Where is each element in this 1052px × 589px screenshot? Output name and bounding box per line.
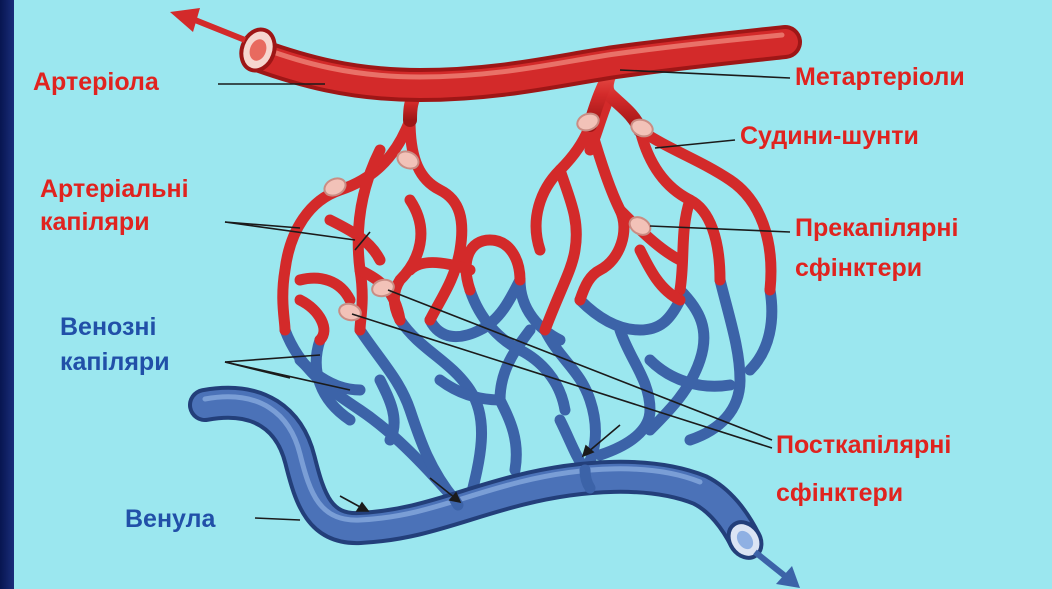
label-venule: Венула — [125, 504, 215, 534]
label-metarterioles: Метартеріоли — [795, 62, 965, 92]
label-arterial-capillaries-1: Артеріальні — [40, 174, 189, 204]
label-arteriole: Артеріола — [33, 67, 159, 97]
label-precapillary-2: сфінктери — [795, 253, 922, 283]
label-postcapillary-2: сфінктери — [776, 478, 903, 508]
label-postcapillary-1: Посткапілярні — [776, 430, 951, 460]
label-arterial-capillaries-2: капіляри — [40, 207, 150, 237]
label-venous-capillaries-1: Венозні — [60, 312, 156, 342]
label-precapillary-1: Прекапілярні — [795, 213, 958, 243]
label-shunt-vessels: Судини-шунти — [740, 121, 919, 151]
label-venous-capillaries-2: капіляри — [60, 347, 170, 377]
